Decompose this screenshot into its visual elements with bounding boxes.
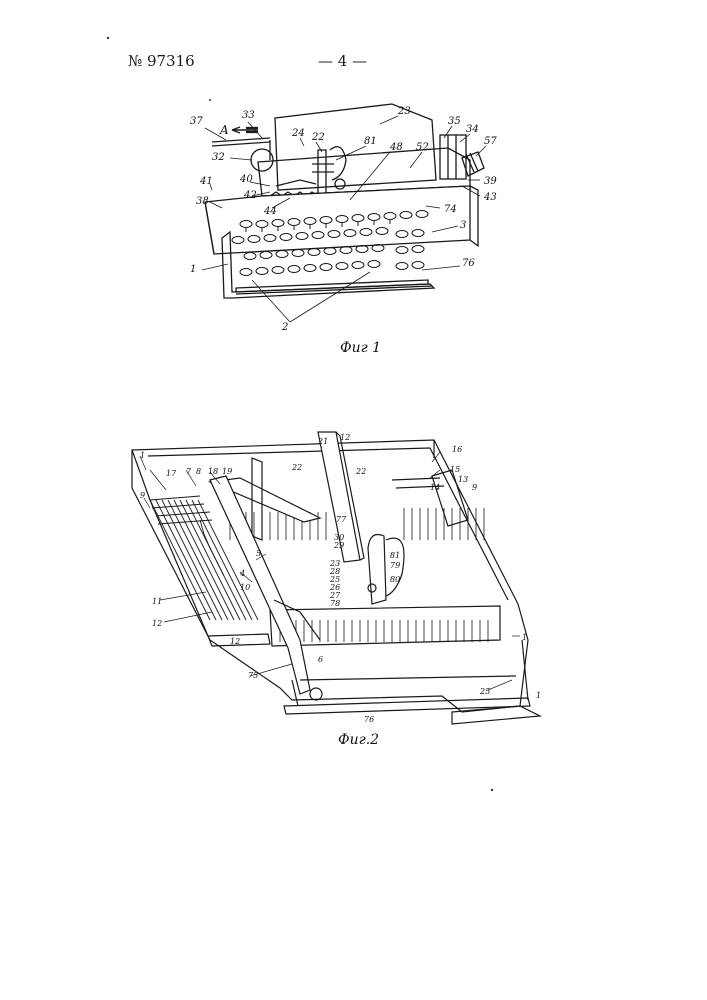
fig1-label: 33: [242, 110, 255, 121]
fig2-label: 5: [256, 549, 261, 558]
fig2-label: 76: [364, 715, 374, 724]
fig2-label: 6: [318, 655, 323, 664]
fig2-label: 12: [230, 637, 240, 646]
fig2-label: 22: [291, 463, 302, 472]
fig1-label: 44: [263, 206, 277, 217]
fig1-label: 35: [448, 116, 461, 127]
fig2-label: 14: [430, 483, 440, 492]
fig2-label: 29: [333, 541, 344, 550]
figure-2-caption: Фиг.2: [338, 732, 379, 748]
fig2-label: 4: [239, 569, 245, 578]
fig1-label: 41: [199, 176, 213, 187]
fig1-label: 32: [212, 152, 225, 163]
fig2-label: 18: [208, 467, 218, 476]
fig1-label: 34: [466, 124, 479, 135]
view-arrow-label: A: [219, 123, 229, 137]
fig2-label: 1: [140, 451, 145, 460]
fig1-label: 57: [484, 136, 497, 147]
fig2-label: 80: [390, 575, 400, 584]
fig1-label: 22: [311, 132, 325, 143]
fig1-label: 76: [462, 258, 475, 269]
fig2-label: 9: [140, 491, 145, 500]
fig2-label: 9: [472, 483, 477, 492]
fig1-label: 38: [196, 196, 209, 207]
fig2-label: 21: [317, 437, 328, 446]
fig2-label: 12: [340, 433, 350, 442]
fig1-label: 24: [291, 128, 305, 139]
fig2-label: 75: [248, 671, 258, 680]
fig1-label: 40: [239, 174, 253, 185]
fig2-label: 10: [240, 583, 250, 592]
fig1-label: 81: [364, 136, 377, 147]
fig2-label: 15: [450, 465, 460, 474]
fig2-label: 8: [196, 467, 201, 476]
fig1-label: 2: [281, 322, 288, 333]
fig2-label: 17: [166, 469, 177, 478]
fig1-label: 42: [243, 190, 257, 201]
fig1-label: 1: [190, 264, 196, 275]
fig2-label: 25: [479, 687, 490, 696]
fig2-label: 81: [390, 551, 400, 560]
fig1-label: 74: [444, 204, 457, 215]
fig2-label: 11: [152, 597, 162, 606]
fig1-label: 3: [460, 220, 466, 231]
figure-1-caption: Фиг 1: [340, 340, 381, 356]
fig1-label: 37: [190, 116, 203, 127]
fig2-label: 12: [152, 619, 162, 628]
fig2-label: 16: [452, 445, 462, 454]
fig2-label: 1: [536, 691, 541, 700]
fig2-label: 22: [355, 467, 366, 476]
fig1-label: 43: [483, 192, 497, 203]
fig2-label: 79: [390, 561, 400, 570]
fig2-label: 78: [330, 599, 340, 608]
fig1-label: 23: [397, 106, 411, 117]
fig2-label: 13: [458, 475, 468, 484]
fig1-label: 39: [484, 176, 497, 187]
fig1-label: 48: [389, 142, 403, 153]
fig2-label: 1: [522, 633, 527, 642]
fig2-label: 19: [222, 467, 232, 476]
fig2-label: 7: [186, 467, 192, 476]
fig1-label: 52: [416, 142, 429, 153]
fig2-label: 77: [336, 515, 347, 524]
